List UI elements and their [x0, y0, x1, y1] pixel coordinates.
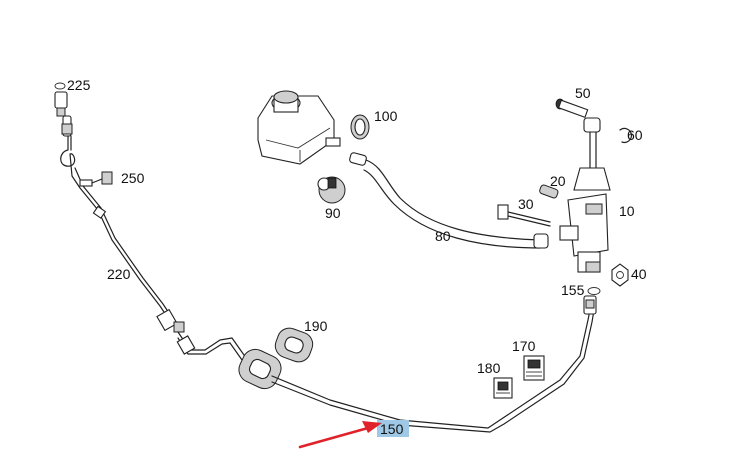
part-10-cylinder[interactable] [559, 117, 611, 273]
label-80[interactable]: 80 [435, 228, 451, 244]
part-90-plug[interactable] [317, 176, 346, 204]
part-60-circlip[interactable] [619, 127, 632, 144]
part-225-fitting[interactable] [54, 82, 73, 137]
label-150[interactable]: 150 [380, 421, 404, 437]
label-225[interactable]: 225 [67, 77, 91, 93]
part-155-oring[interactable] [587, 287, 601, 295]
red-arrow-icon [298, 421, 382, 449]
label-30[interactable]: 30 [518, 196, 534, 212]
label-190[interactable]: 190 [304, 318, 328, 334]
part-150-pipe[interactable] [235, 295, 597, 433]
label-220[interactable]: 220 [107, 266, 131, 282]
reservoir [257, 90, 341, 165]
part-180-clip[interactable] [493, 377, 513, 399]
label-50[interactable]: 50 [575, 85, 591, 101]
label-90[interactable]: 90 [325, 205, 341, 221]
part-220-hose[interactable] [60, 135, 185, 333]
part-170-clip[interactable] [523, 355, 545, 381]
part-190-grommet[interactable] [272, 325, 316, 366]
part-30-bolt[interactable] [497, 204, 551, 227]
part-20-sleeve[interactable] [539, 184, 559, 199]
label-20[interactable]: 20 [550, 173, 566, 189]
part-50-pin[interactable] [555, 98, 589, 119]
label-170[interactable]: 170 [512, 338, 536, 354]
part-100-seal[interactable] [350, 114, 370, 140]
label-60[interactable]: 60 [627, 127, 643, 143]
label-180[interactable]: 180 [477, 360, 501, 376]
label-40[interactable]: 40 [631, 266, 647, 282]
label-250[interactable]: 250 [121, 170, 145, 186]
label-150-highlight [377, 420, 409, 437]
label-100[interactable]: 100 [374, 108, 398, 124]
part-250-clip[interactable] [79, 171, 113, 187]
part-40-nut[interactable] [611, 263, 629, 287]
label-10[interactable]: 10 [619, 203, 635, 219]
label-155[interactable]: 155 [561, 282, 585, 298]
part-80-hose[interactable] [349, 152, 549, 249]
